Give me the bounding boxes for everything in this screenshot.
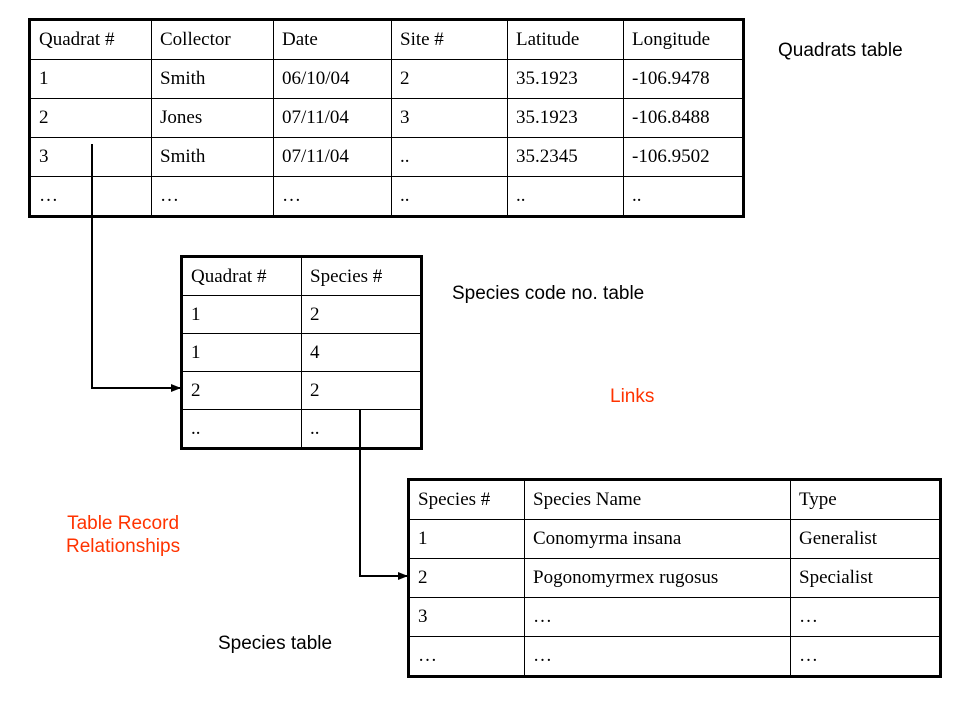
quadrats-cell: 3 [29, 137, 152, 177]
species-code-cell: 2 [301, 371, 422, 410]
species-header-cell: Type [790, 479, 941, 520]
species-code-header-cell: Quadrat # [181, 256, 302, 296]
species-row: ……… [408, 636, 941, 677]
species-code-row: .... [181, 409, 422, 449]
quadrats-cell: 3 [391, 98, 508, 138]
species-header-cell: Species # [408, 479, 525, 520]
species-cell: … [790, 636, 941, 677]
quadrats-cell: .. [507, 176, 624, 217]
quadrats-cell: 06/10/04 [273, 59, 392, 99]
quadrats-cell: … [151, 176, 274, 217]
quadrat-link-arrow [91, 144, 181, 392]
species-code-cell: 2 [181, 371, 302, 410]
quadrats-cell: 07/11/04 [273, 137, 392, 177]
quadrats-cell: .. [623, 176, 744, 217]
quadrats-table-label: Quadrats table [778, 40, 903, 61]
quadrats-header-cell: Longitude [623, 19, 744, 60]
species-cell: … [524, 636, 791, 677]
species-code-cell: 1 [181, 295, 302, 334]
species-code-header-row: Quadrat #Species # [181, 256, 422, 296]
species-code-table-label: Species code no. table [452, 283, 645, 304]
quadrats-cell: 35.1923 [507, 98, 624, 138]
quadrats-cell: Jones [151, 98, 274, 138]
species-cell: Generalist [790, 519, 941, 559]
species-link-arrow [359, 410, 408, 580]
quadrats-cell: -106.8488 [623, 98, 744, 138]
species-code-header-cell: Species # [301, 256, 422, 296]
species-header-cell: Species Name [524, 479, 791, 520]
quadrats-cell: -106.9502 [623, 137, 744, 177]
relationships-label-line1: Table Record [67, 513, 180, 534]
species-table-label: Species table [218, 633, 333, 654]
species-code-cell: 4 [301, 333, 422, 372]
quadrats-cell: -106.9478 [623, 59, 744, 99]
relationships-label: Table Record Relationships [66, 513, 180, 559]
quadrats-cell: .. [391, 176, 508, 217]
species-code-cell: 1 [181, 333, 302, 372]
quadrats-cell: … [273, 176, 392, 217]
species-code-cell: .. [301, 409, 422, 449]
quadrats-cell: 2 [391, 59, 508, 99]
quadrats-cell: 35.2345 [507, 137, 624, 177]
species-code-cell: .. [181, 409, 302, 449]
quadrats-cell: Smith [151, 59, 274, 99]
quadrats-header-cell: Collector [151, 19, 274, 60]
relationships-label-line2: Relationships [66, 535, 181, 557]
links-label: Links [610, 386, 655, 407]
quadrats-cell: 2 [29, 98, 152, 138]
species-cell: Specialist [790, 558, 941, 598]
species-cell: Pogonomyrmex rugosus [524, 558, 791, 598]
quadrats-cell: 07/11/04 [273, 98, 392, 138]
quadrats-row: ………...... [29, 176, 744, 217]
